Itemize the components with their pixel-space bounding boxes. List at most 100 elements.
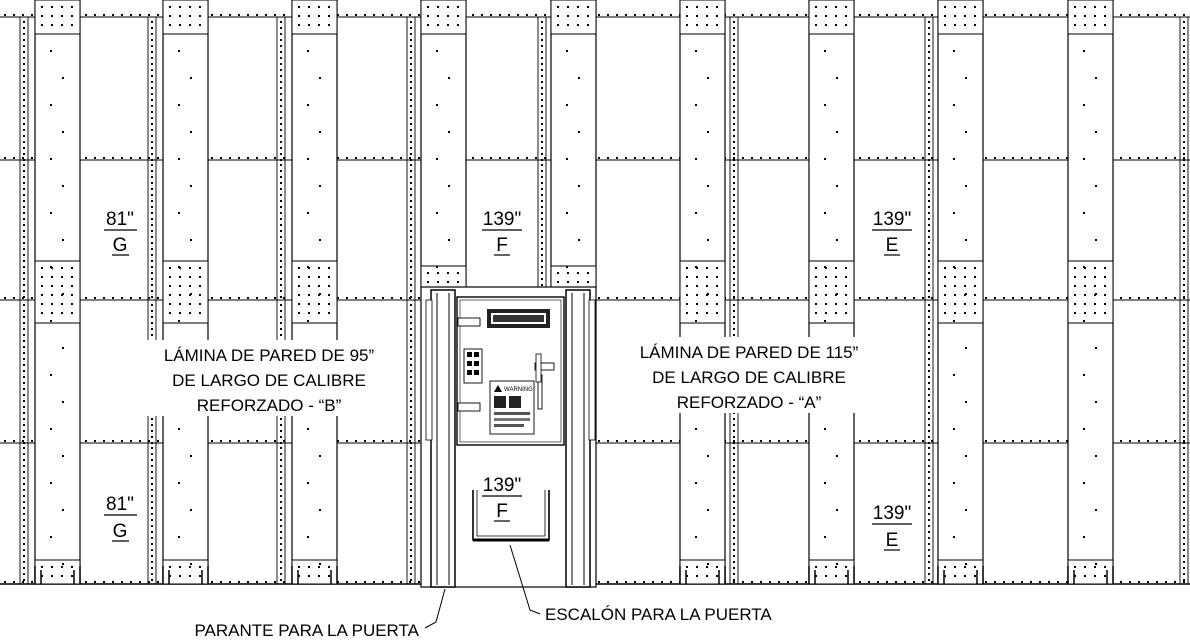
bolt-dot — [953, 212, 955, 214]
bolt-dot — [4, 581, 6, 583]
bolt-dot — [151, 471, 153, 473]
bolt-dot — [280, 39, 282, 41]
bolt-dot — [319, 563, 321, 565]
bolt-dot — [1183, 430, 1185, 432]
bolt-dot — [23, 310, 25, 312]
bolt-dot — [716, 267, 718, 269]
bolt-dot — [742, 14, 744, 16]
bolt-dot — [578, 131, 580, 133]
bolt-dot — [964, 575, 966, 577]
bolt-dot — [23, 254, 25, 256]
bolt-dot — [457, 15, 459, 17]
bolt-dot — [410, 364, 412, 366]
bolt-dot — [733, 182, 735, 184]
bolt-dot — [566, 158, 568, 160]
bolt-dot — [23, 579, 25, 581]
bolt-dot — [280, 328, 282, 330]
bolt-dot — [706, 6, 708, 8]
bolt-dot — [652, 440, 654, 442]
bolt-dot — [280, 236, 282, 238]
bolt-dot — [541, 33, 543, 35]
bolt-dot — [836, 77, 838, 79]
bolt-dot — [541, 57, 543, 59]
bolt-dot — [319, 131, 321, 133]
bolt-dot — [151, 284, 153, 286]
bolt-dot — [733, 567, 735, 569]
bolt-dot — [607, 440, 609, 442]
bolt-dot — [733, 81, 735, 83]
base-channel — [291, 566, 338, 584]
bolt-dot — [931, 157, 933, 159]
bolt-dot — [23, 111, 25, 113]
bolt-dot — [1183, 188, 1185, 190]
bolt-dot — [61, 303, 63, 305]
bolt-dot — [373, 157, 375, 159]
bolt-dot — [686, 285, 688, 287]
bolt-dot — [733, 501, 735, 503]
bolt-dot — [1183, 513, 1185, 515]
bolt-dot — [1138, 157, 1140, 159]
bolt-dot — [1183, 549, 1185, 551]
bolt-dot — [23, 471, 25, 473]
bolt-dot — [400, 581, 402, 583]
bolt-dot — [71, 575, 73, 577]
bolt-dot — [954, 312, 956, 314]
door-handle — [534, 362, 555, 371]
bolt-dot — [410, 141, 412, 143]
bolt-dot — [238, 581, 240, 583]
bolt-dot — [247, 440, 249, 442]
bolt-dot — [410, 57, 412, 59]
bolt-dot — [787, 440, 789, 442]
bolt-dot — [355, 157, 357, 159]
bolt-dot — [410, 525, 412, 527]
bolt-dot — [364, 297, 366, 299]
bolt-dot — [1003, 440, 1005, 442]
bolt-dot — [4, 440, 6, 442]
bolt-dot — [280, 81, 282, 83]
bolt-dot — [1183, 465, 1185, 467]
bolt-dot — [157, 297, 159, 299]
bolt-dot — [805, 157, 807, 159]
bolt-dot — [625, 297, 627, 299]
bolt-dot — [499, 157, 501, 159]
bolt-dot — [928, 352, 930, 354]
bolt-dot — [1084, 15, 1086, 17]
bolt-dot — [328, 294, 330, 296]
bolt-dot — [541, 248, 543, 250]
bolt-dot — [1094, 312, 1096, 314]
bolt-dot — [103, 440, 105, 442]
stiffener-column — [550, 0, 597, 288]
bolt-dot — [733, 525, 735, 527]
bolt-dot — [23, 501, 25, 503]
bolt-dot — [23, 194, 25, 196]
bolt-dot — [825, 294, 827, 296]
bolt-dot — [733, 63, 735, 65]
bolt-dot — [733, 531, 735, 533]
bolt-dot — [410, 105, 412, 107]
bolt-dot — [410, 224, 412, 226]
bolt-dot — [670, 297, 672, 299]
bolt-dot — [280, 501, 282, 503]
bolt-dot — [944, 566, 946, 568]
bolt-dot — [151, 81, 153, 83]
bolt-dot — [23, 388, 25, 390]
bolt-dot — [23, 21, 25, 23]
bolt-dot — [541, 111, 543, 113]
bolt-dot — [778, 440, 780, 442]
bolt-dot — [965, 131, 967, 133]
bolt-dot — [541, 254, 543, 256]
bolt-dot — [825, 24, 827, 26]
bolt-dot — [733, 278, 735, 280]
bolt-dot — [824, 536, 826, 538]
bolt-dot — [199, 15, 201, 17]
bolt-dot — [280, 170, 282, 172]
bolt-dot — [328, 575, 330, 577]
bolt-dot — [1183, 436, 1185, 438]
bolt-dot — [23, 447, 25, 449]
bolt-dot — [733, 105, 735, 107]
bolt-dot — [410, 176, 412, 178]
bolt-dot — [427, 15, 429, 17]
bolt-dot — [541, 69, 543, 71]
bolt-dot — [22, 157, 24, 159]
bolt-dot — [824, 50, 826, 52]
